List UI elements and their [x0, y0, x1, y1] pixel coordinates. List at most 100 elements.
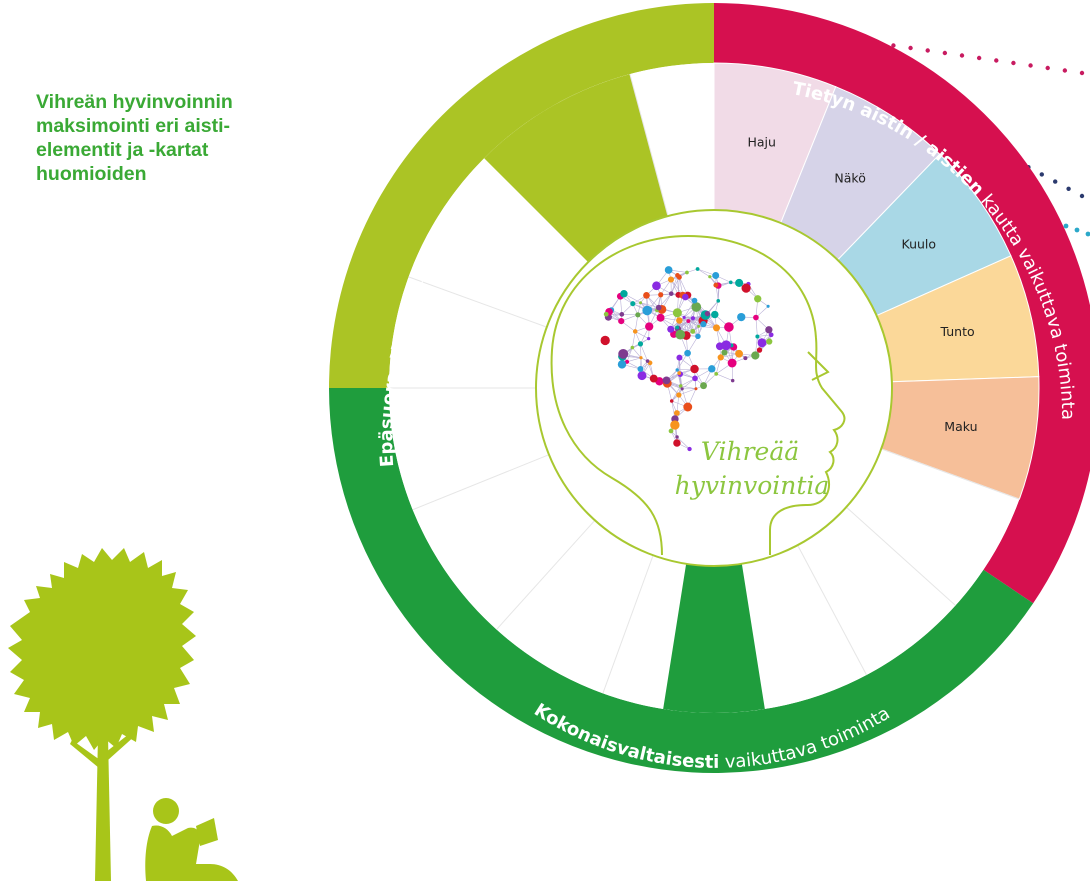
brain-node — [639, 356, 643, 360]
brain-node — [753, 314, 759, 321]
sense-label-nako: Näkö — [834, 170, 865, 185]
brain-node — [646, 336, 651, 341]
brain-node — [684, 349, 691, 357]
outer-ring — [329, 3, 1090, 773]
brain-link — [716, 373, 733, 381]
brain-node — [645, 322, 654, 331]
brain-node — [677, 371, 682, 375]
head-profile-outline — [550, 234, 846, 556]
brain-link — [697, 268, 710, 277]
brain-node — [676, 354, 683, 361]
brain-node — [637, 366, 644, 372]
brain-node — [676, 317, 683, 324]
holistic-ring-extension — [663, 563, 765, 713]
brain-node — [680, 387, 684, 391]
brain-node — [690, 316, 696, 321]
brain-node — [649, 374, 658, 383]
brain-node — [620, 290, 628, 298]
brain-node — [618, 317, 625, 325]
ring-segment-indirect — [329, 3, 714, 388]
inner-circle — [535, 209, 893, 567]
brain-link — [640, 343, 648, 362]
brain-node — [673, 410, 680, 416]
brain-node — [637, 341, 644, 347]
brain-node — [768, 332, 774, 338]
trail-dot — [1028, 63, 1033, 68]
brain-node — [700, 382, 707, 390]
trail-dot — [1079, 70, 1085, 76]
brain-link — [640, 302, 659, 308]
trail-dot — [1066, 186, 1071, 191]
brain-node — [682, 293, 689, 301]
brain-node — [639, 301, 643, 305]
brain-node — [756, 347, 763, 353]
dotted-trail-cyan — [1063, 223, 1090, 237]
brain-link — [670, 275, 678, 294]
heading-line-2: maksimointi eri aisti- — [36, 115, 230, 137]
tree-silhouette — [8, 548, 196, 881]
brain-link — [626, 357, 642, 363]
brain-link — [755, 317, 758, 337]
brain-link — [707, 300, 719, 314]
brain-link — [634, 314, 639, 332]
brain-node — [766, 338, 773, 345]
brain-link — [626, 347, 633, 362]
brain-node — [691, 302, 702, 312]
brain-node — [656, 313, 665, 322]
trail-dot — [1074, 227, 1080, 233]
trail-dot — [1063, 223, 1069, 229]
brain-node — [675, 435, 679, 439]
brain-node — [600, 335, 610, 346]
head-eye-mark — [807, 351, 830, 381]
indirect-ring-extension — [484, 74, 668, 263]
brain-node — [692, 375, 698, 382]
brain-node — [711, 310, 719, 319]
brain-node — [664, 266, 673, 274]
center-title-line-1: Vihreää — [701, 437, 799, 466]
cell-divider — [629, 73, 669, 217]
trail-dot — [1062, 68, 1068, 73]
trail-dot — [942, 50, 948, 56]
brain-node — [690, 364, 699, 374]
brain-link — [671, 385, 681, 402]
brain-link — [692, 318, 699, 337]
cell-divider — [602, 555, 654, 694]
tree-branch-right — [106, 730, 137, 760]
brain-link — [678, 388, 697, 396]
sense-label-maku: Maku — [944, 419, 977, 434]
brain-link — [660, 279, 672, 295]
brain-node — [667, 325, 675, 333]
brain-link — [676, 436, 690, 450]
trail-dot — [908, 45, 913, 51]
brain-node — [675, 273, 680, 278]
brain-node — [743, 356, 748, 361]
heading-line-4: huomioiden — [36, 163, 147, 185]
trail-dot — [1053, 179, 1058, 184]
trail-dot — [959, 53, 965, 58]
brain-node — [713, 324, 721, 332]
trail-dot — [925, 48, 930, 53]
tree-branch-left — [70, 740, 100, 768]
brain-node — [714, 371, 719, 376]
tree-crown — [8, 548, 196, 750]
brain-node — [735, 349, 743, 358]
sense-label-kuulo: Kuulo — [902, 237, 937, 252]
brain-node — [687, 446, 692, 452]
brain-node — [717, 354, 724, 361]
heading-line-3: elementit ja -kartat — [36, 139, 209, 161]
brain-link — [632, 347, 642, 358]
brain-node — [694, 387, 698, 391]
brain-link — [621, 303, 634, 315]
brain-node — [672, 308, 682, 318]
brain-link — [688, 320, 699, 337]
person-head — [153, 798, 179, 824]
brain-node — [667, 276, 675, 283]
brain-node — [724, 322, 734, 332]
brain-node — [652, 281, 661, 291]
brain-node — [645, 359, 650, 363]
brain-node — [676, 392, 682, 398]
trail-dot — [1045, 65, 1050, 71]
brain-node — [678, 384, 683, 388]
brain-node — [619, 312, 625, 317]
